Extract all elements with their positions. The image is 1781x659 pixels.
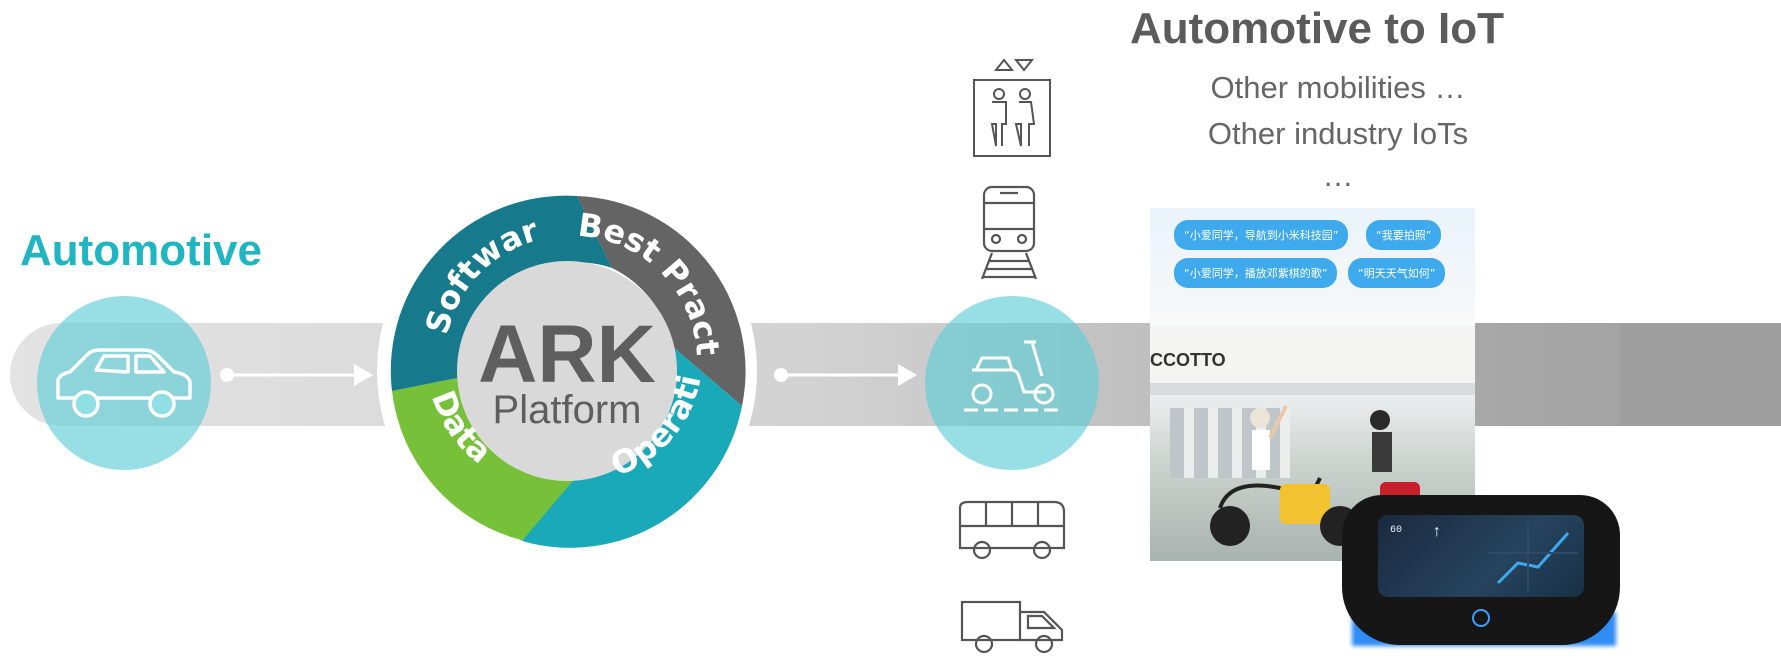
platform-title: ARK <box>478 309 656 400</box>
arrow-platform-to-iot <box>774 364 917 386</box>
voice-bubble: “我要拍照” <box>1366 220 1442 250</box>
iot-circle <box>925 296 1099 470</box>
power-button-icon <box>1472 609 1490 627</box>
iot-line-industry: Other industry IoTs <box>1207 116 1469 151</box>
automotive-label: Automotive <box>20 226 262 275</box>
train-icon <box>980 185 1038 280</box>
scooter-icon <box>964 340 1060 412</box>
truck-icon <box>960 600 1064 654</box>
iot-title: Automotive to IoT <box>1130 4 1504 53</box>
bus-icon <box>958 500 1066 560</box>
arrow-automotive-to-platform <box>220 364 373 386</box>
automotive-circle <box>37 296 211 470</box>
elevator-icon <box>973 58 1051 157</box>
ark-platform-ring: Software Best Practice Operation Data AR… <box>372 176 757 561</box>
voice-bubble: “明天天气如何” <box>1348 258 1446 288</box>
scooter-dashboard: 60 ↑ <box>1342 495 1620 645</box>
iot-line-mobilities: Other mobilities … <box>1210 70 1466 105</box>
car-icon <box>56 348 192 418</box>
ring-segment-best-practice <box>577 196 746 406</box>
ring-segment-data <box>392 376 602 546</box>
scooter-photo: “小爱同学，导航到小米科技园” “我要拍照” “小爱同学，播放邓紫棋的歌” “明… <box>1150 208 1475 561</box>
building-sign: CCOTTO <box>1150 350 1226 370</box>
dashboard-screen: 60 ↑ <box>1378 515 1584 597</box>
flow-band-end <box>1620 323 1781 426</box>
ring-segment-operation <box>522 346 742 548</box>
platform-subtitle: Platform <box>493 388 642 432</box>
ring-segment-software <box>390 195 612 391</box>
voice-bubble: “小爱同学，播放邓紫棋的歌” <box>1174 258 1338 288</box>
voice-bubble: “小爱同学，导航到小米科技园” <box>1174 220 1349 250</box>
iot-line-ellipsis: … <box>1322 158 1354 193</box>
